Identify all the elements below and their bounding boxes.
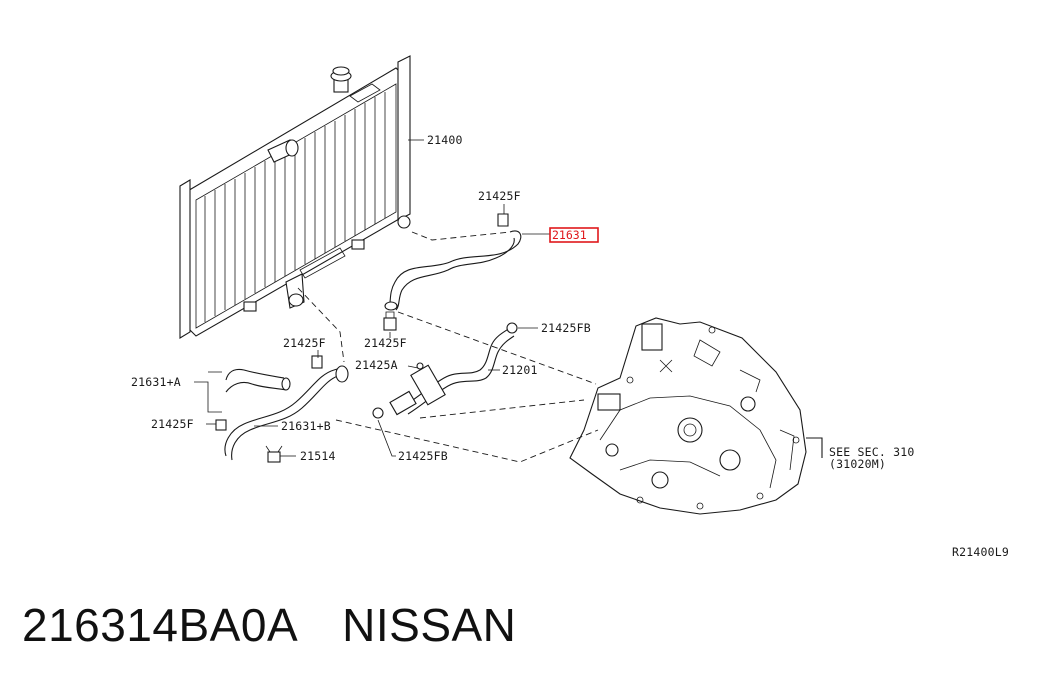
label-clip-top: 21425F xyxy=(478,189,521,203)
hose-21631-drawing xyxy=(384,213,522,311)
leader-lines xyxy=(194,139,550,457)
highlight-box xyxy=(549,227,599,243)
label-clip-f-mid: 21425F xyxy=(364,336,407,350)
label-bracket: 21514 xyxy=(300,449,336,463)
part-caption: 216314BA0A NISSAN xyxy=(22,598,560,652)
label-clip-fb-top: 21425FB xyxy=(541,321,591,335)
label-clip-f-low: 21425F xyxy=(151,417,194,431)
transmission-drawing xyxy=(569,317,823,515)
label-clip-a: 21425A xyxy=(355,358,398,372)
part-number: 216314BA0A xyxy=(22,599,299,651)
label-hose-b: 21631+B xyxy=(281,419,331,433)
label-see-sec-ref: (31020M) xyxy=(829,457,886,471)
guide-lines xyxy=(297,231,599,463)
hose-21631a-drawing xyxy=(225,368,291,393)
label-clip-f-left: 21425F xyxy=(283,336,326,350)
brand-name: NISSAN xyxy=(342,599,517,651)
label-radiator: 21400 xyxy=(427,133,463,147)
label-hose-21201: 21201 xyxy=(502,363,538,377)
label-hose-highlight: 21631 xyxy=(552,228,587,242)
hose-21201-drawing xyxy=(372,322,518,419)
label-clip-fb-low: 21425FB xyxy=(398,449,448,463)
label-diagram-code: R21400L9 xyxy=(952,545,1009,559)
clip-mid-drawing xyxy=(383,311,397,331)
label-hose-a: 21631+A xyxy=(131,375,181,389)
label-see-sec: SEE SEC. 310 xyxy=(829,445,914,459)
hose-21631b-drawing xyxy=(215,355,349,463)
radiator-drawing xyxy=(179,55,411,339)
